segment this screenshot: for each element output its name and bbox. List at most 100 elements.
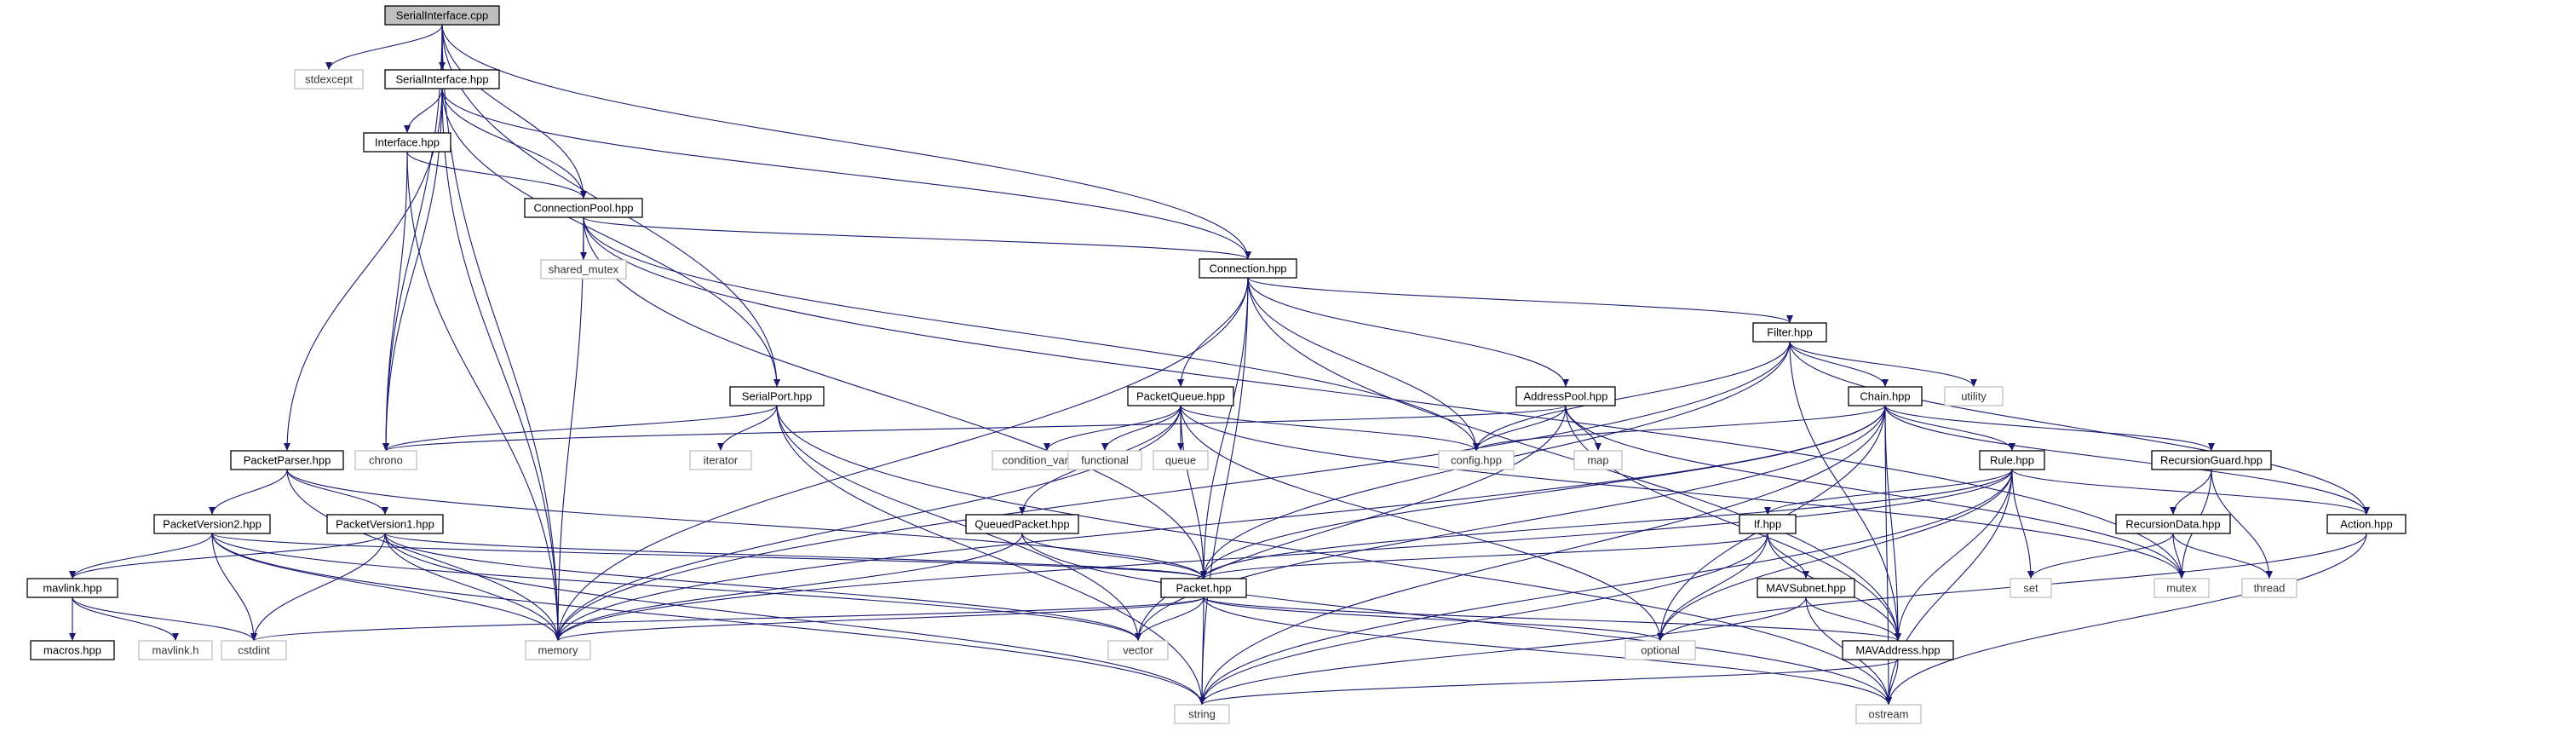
node-ostream: ostream bbox=[1855, 704, 1922, 724]
include-edge-packetparser_hpp-to-packetversion2_hpp bbox=[209, 469, 288, 516]
header-nodes: SerialInterface.cpp stdexcept SerialInterf… bbox=[26, 5, 2406, 724]
node-box bbox=[1855, 704, 1922, 724]
include-edge-connection_hpp-to-config_hpp bbox=[1247, 277, 1480, 452]
node-rule-hpp[interactable]: Rule.hpp bbox=[1979, 450, 2045, 470]
node-set: set bbox=[2010, 578, 2052, 598]
include-edge-rule_hpp-to-memory bbox=[555, 469, 2013, 642]
node-box bbox=[153, 514, 271, 534]
node-addresspool-hpp[interactable]: AddressPool.hpp bbox=[1515, 386, 1616, 406]
include-edge-serialinterface_cpp-to-connection_hpp bbox=[441, 24, 1251, 260]
include-edge-packetqueue_hpp-to-functional bbox=[1101, 405, 1182, 452]
node-interface-hpp[interactable]: Interface.hpp bbox=[363, 132, 451, 153]
node-box bbox=[230, 450, 344, 470]
node-label: SerialPort.hpp bbox=[742, 390, 812, 403]
include-edge-mavlink_hpp-to-mavlink_h bbox=[72, 597, 179, 642]
node-label: utility bbox=[1961, 390, 1987, 403]
include-edge-filter_hpp-to-config_hpp bbox=[1473, 341, 1791, 452]
node-recursiondata-hpp[interactable]: RecursionData.hpp bbox=[2115, 514, 2231, 534]
node-box bbox=[2151, 450, 2272, 470]
node-macros-hpp[interactable]: macros.hpp bbox=[30, 640, 115, 660]
node-label: Packet.hpp bbox=[1176, 582, 1231, 595]
node-box bbox=[525, 640, 591, 660]
include-edge-interface_hpp-to-memory bbox=[406, 151, 561, 642]
node-serialinterface-hpp[interactable]: SerialInterface.hpp bbox=[384, 69, 500, 89]
include-edge-serialport_hpp-to-iterator bbox=[717, 405, 778, 452]
node-box bbox=[1842, 640, 1954, 660]
node-queue: queue bbox=[1153, 450, 1209, 470]
node-queuedpacket-hpp[interactable]: QueuedPacket.hpp bbox=[965, 514, 1079, 534]
node-mavsubnet-hpp[interactable]: MAVSubnet.hpp bbox=[1757, 578, 1855, 598]
node-if-hpp[interactable]: If.hpp bbox=[1739, 514, 1797, 534]
dependency-edges bbox=[69, 24, 2370, 706]
include-edge-packetversion1_hpp-to-string bbox=[384, 533, 1205, 706]
include-edge-packetversion2_hpp-to-cstdint bbox=[211, 533, 257, 642]
node-box bbox=[1515, 386, 1616, 406]
include-edge-chain_hpp-to-action_hpp bbox=[1884, 405, 2370, 516]
include-edge-rule_hpp-to-optional bbox=[1657, 469, 2013, 642]
node-functional: functional bbox=[1067, 450, 1142, 470]
node-packetqueue-hpp[interactable]: PacketQueue.hpp bbox=[1127, 386, 1234, 406]
node-label: If.hpp bbox=[1754, 518, 1782, 531]
node-box bbox=[729, 386, 825, 406]
include-edge-connection_hpp-to-filter_hpp bbox=[1247, 277, 1793, 324]
node-packetversion1-hpp[interactable]: PacketVersion1.hpp bbox=[326, 514, 444, 534]
include-edge-rule_hpp-to-mavaddress_hpp bbox=[1895, 469, 2013, 642]
node-label: MAVAddress.hpp bbox=[1855, 644, 1940, 657]
node-label: shared_mutex bbox=[549, 263, 619, 276]
node-packetparser-hpp[interactable]: PacketParser.hpp bbox=[230, 450, 344, 470]
node-label: iterator bbox=[704, 454, 739, 467]
include-edge-filter_hpp-to-mavaddress_hpp bbox=[1789, 341, 1901, 642]
include-edge-interface_hpp-to-connectionpool_hpp bbox=[406, 151, 587, 199]
include-edge-packet_hpp-to-cstdint bbox=[250, 597, 1205, 642]
include-edge-chain_hpp-to-config_hpp bbox=[1473, 405, 1886, 452]
include-edge-rule_hpp-to-if_hpp bbox=[1764, 469, 2013, 516]
node-box bbox=[326, 514, 444, 534]
include-edge-recursiondata_hpp-to-thread bbox=[2172, 533, 2273, 579]
node-mavlink-hpp[interactable]: mavlink.hpp bbox=[26, 578, 118, 598]
node-action-hpp[interactable]: Action.hpp bbox=[2326, 514, 2406, 534]
node-label: mutex bbox=[2166, 582, 2197, 595]
include-edge-rule_hpp-to-ostream bbox=[1885, 469, 2013, 706]
include-edge-chain_hpp-to-string bbox=[1199, 405, 1886, 706]
node-label: SerialInterface.cpp bbox=[396, 9, 488, 22]
node-recursionguard-hpp[interactable]: RecursionGuard.hpp bbox=[2151, 450, 2272, 470]
node-box bbox=[1107, 640, 1169, 660]
include-edge-addresspool_hpp-to-chrono bbox=[382, 405, 1567, 452]
node-packet-hpp[interactable]: Packet.hpp bbox=[1160, 578, 1247, 598]
include-edge-addresspool_hpp-to-vector bbox=[1135, 405, 1567, 642]
node-label: mavlink.hpp bbox=[43, 582, 101, 595]
include-edge-packetversion1_hpp-to-cstdint bbox=[250, 533, 386, 642]
include-edge-chain_hpp-to-recursionguard_hpp bbox=[1884, 405, 2215, 452]
node-stdexcept: stdexcept bbox=[294, 69, 364, 89]
node-chain-hpp[interactable]: Chain.hpp bbox=[1848, 386, 1923, 406]
include-edge-packetparser_hpp-to-packetversion1_hpp bbox=[286, 469, 388, 516]
node-label: optional bbox=[1641, 644, 1680, 657]
include-edge-chain_hpp-to-packet_hpp bbox=[1200, 405, 1886, 579]
include-edge-packetversion2_hpp-to-mavlink_hpp bbox=[69, 533, 213, 579]
node-iterator: iterator bbox=[689, 450, 752, 470]
include-edge-packet_hpp-to-memory bbox=[555, 597, 1205, 642]
node-label: cstdint bbox=[238, 644, 270, 657]
node-serialinterface-cpp[interactable]: SerialInterface.cpp bbox=[384, 5, 500, 26]
node-mavaddress-hpp[interactable]: MAVAddress.hpp bbox=[1842, 640, 1954, 660]
node-label: chrono bbox=[369, 454, 403, 467]
node-packetversion2-hpp[interactable]: PacketVersion2.hpp bbox=[153, 514, 271, 534]
node-mutex: mutex bbox=[2153, 578, 2210, 598]
include-edge-packet_hpp-to-vector bbox=[1135, 597, 1205, 642]
node-connectionpool-hpp[interactable]: ConnectionPool.hpp bbox=[524, 198, 643, 218]
include-edge-action_hpp-to-ostream bbox=[1885, 533, 2367, 706]
node-label: stdexcept bbox=[305, 73, 353, 86]
include-edge-chain_hpp-to-memory bbox=[555, 405, 1886, 642]
node-connection-hpp[interactable]: Connection.hpp bbox=[1199, 258, 1297, 279]
include-edge-connection_hpp-to-string bbox=[1199, 277, 1249, 706]
include-edge-packetversion2_hpp-to-memory bbox=[211, 533, 561, 642]
node-label: SerialInterface.hpp bbox=[395, 73, 488, 86]
node-serialport-hpp[interactable]: SerialPort.hpp bbox=[729, 386, 825, 406]
node-box bbox=[689, 450, 752, 470]
node-filter-hpp[interactable]: Filter.hpp bbox=[1752, 322, 1827, 343]
node-label: PacketQueue.hpp bbox=[1136, 390, 1225, 403]
include-edge-mavlink_hpp-to-cstdint bbox=[72, 597, 257, 642]
include-edge-serialinterface_cpp-to-memory bbox=[441, 24, 561, 642]
include-edge-packetqueue_hpp-to-condition_variable bbox=[1044, 405, 1182, 452]
node-label: Rule.hpp bbox=[1990, 454, 2034, 467]
